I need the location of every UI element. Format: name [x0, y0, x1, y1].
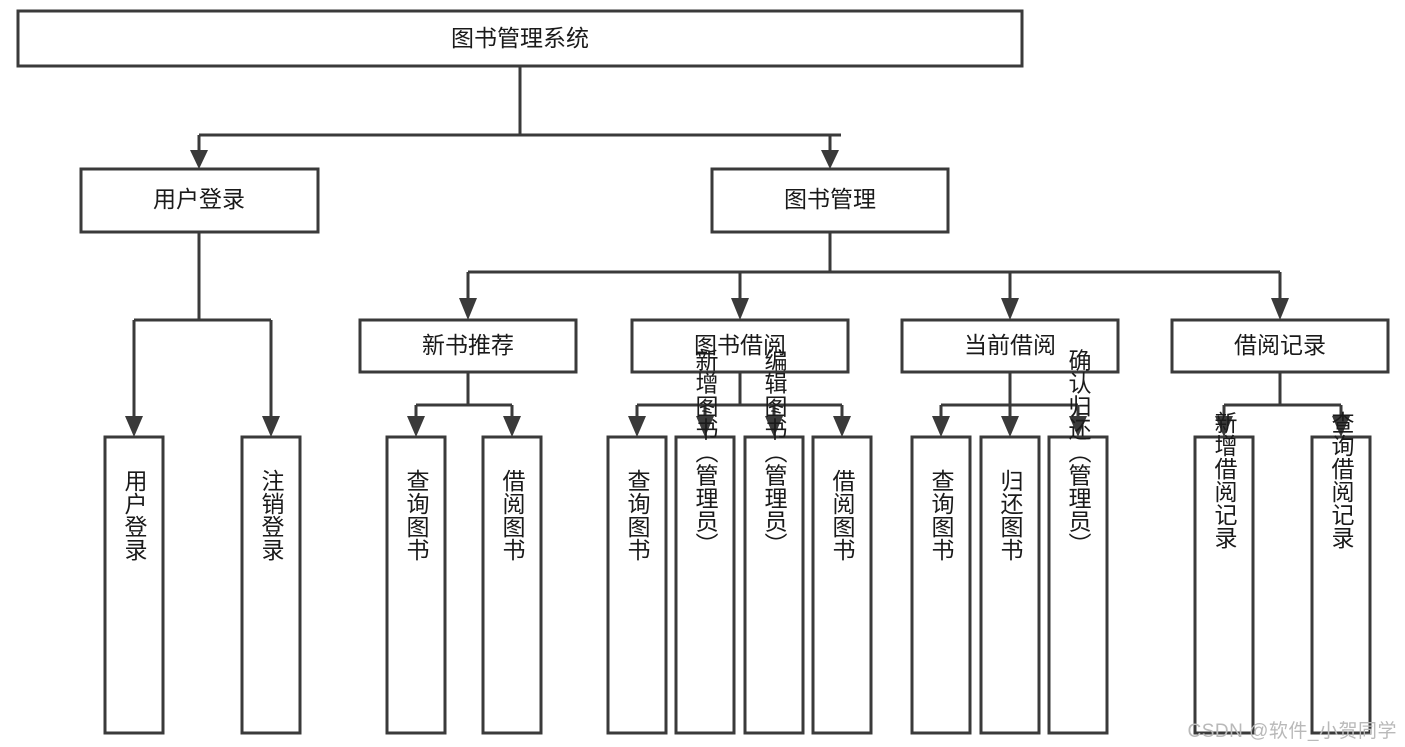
node-book-borrow[interactable]: 图书借阅	[630, 318, 850, 374]
leaf-record-add-box	[1193, 435, 1255, 735]
arrow-to-new-book	[459, 298, 477, 320]
leaf-label-currentborrow-query: 查询图书	[928, 469, 955, 561]
arrow-userlogin-leaf-1	[125, 416, 143, 437]
leaf-label-user-login: 用户登录	[121, 469, 148, 561]
arrow-currentborrow-leaf-3	[1069, 416, 1087, 437]
node-user-login-label: 用户登录	[153, 186, 245, 212]
leaf-node[interactable]	[240, 435, 302, 735]
node-book-management-box	[710, 167, 950, 234]
arrow-currentborrow-leaf-1	[932, 416, 950, 437]
leaf-label-bookborrow-borrow: 借阅图书	[829, 469, 856, 561]
leaf-node[interactable]	[481, 435, 543, 735]
leaf-user-login-box	[103, 435, 165, 735]
node-root-system[interactable]: 图书管理系统	[16, 9, 1024, 68]
leaf-currentborrow-return-box	[979, 435, 1041, 735]
leaf-label-newbook-borrow: 借阅图书	[499, 469, 526, 561]
arrow-to-book-mgmt	[821, 150, 839, 169]
node-new-book-recommend-box	[358, 318, 578, 374]
leaf-currentborrow-confirm-box	[1047, 435, 1109, 735]
node-book-borrow-box	[630, 318, 850, 374]
arrow-to-book-borrow	[731, 298, 749, 320]
leaf-label-bookborrow-query: 查询图书	[624, 469, 651, 561]
leaf-newbook-borrow-box	[481, 435, 543, 735]
arrow-to-borrow-record	[1271, 298, 1289, 320]
leaf-label-bookborrow-edit: 编辑图书（管理员）	[761, 349, 788, 556]
node-root-label: 图书管理系统	[451, 25, 589, 51]
connector-layer	[125, 66, 1350, 437]
leaf-node[interactable]	[674, 435, 736, 735]
leaf-bookborrow-add-box	[674, 435, 736, 735]
node-user-login[interactable]: 用户登录	[79, 167, 320, 234]
node-root-box	[16, 9, 1024, 68]
leaf-label-record-add: 新增借阅记录	[1211, 411, 1238, 549]
arrow-newbook-leaf-1	[407, 416, 425, 437]
node-book-borrow-label: 图书借阅	[694, 332, 786, 358]
leaf-currentborrow-query-box	[910, 435, 972, 735]
node-book-management-label: 图书管理	[784, 186, 876, 212]
leaf-node[interactable]	[1047, 435, 1109, 735]
leaf-bookborrow-query-box	[606, 435, 668, 735]
arrow-bookborrow-leaf-1	[628, 416, 646, 437]
leaf-node[interactable]	[103, 435, 165, 735]
leaf-bookborrow-edit-box	[743, 435, 805, 735]
node-user-login-box	[79, 167, 320, 234]
leaf-newbook-query-box	[385, 435, 447, 735]
leaf-label-logout: 注销登录	[258, 469, 285, 561]
node-book-management[interactable]: 图书管理	[710, 167, 950, 234]
leaf-node[interactable]	[385, 435, 447, 735]
node-current-borrow-box	[900, 318, 1120, 374]
leaf-node[interactable]	[1310, 435, 1372, 735]
leaf-label-record-query: 查询借阅记录	[1328, 411, 1355, 549]
leaf-label-newbook-query: 查询图书	[403, 469, 430, 561]
leaf-bookborrow-borrow-box	[811, 435, 873, 735]
leaf-node[interactable]	[811, 435, 873, 735]
leaf-label-currentborrow-return: 归还图书	[997, 469, 1024, 561]
leaf-node[interactable]	[979, 435, 1041, 735]
arrow-bookborrow-leaf-3	[765, 416, 783, 437]
node-current-borrow-label: 当前借阅	[964, 332, 1056, 358]
arrow-newbook-leaf-2	[503, 416, 521, 437]
arrow-borrowrecord-leaf-1	[1215, 416, 1233, 437]
node-new-book-recommend[interactable]: 新书推荐	[358, 318, 578, 374]
node-new-book-recommend-label: 新书推荐	[422, 332, 514, 358]
leaf-node[interactable]	[910, 435, 972, 735]
arrow-to-current-borrow	[1001, 298, 1019, 320]
leaf-label-bookborrow-add: 新增图书（管理员）	[692, 349, 719, 556]
arrow-to-user-login	[190, 150, 208, 169]
node-current-borrow[interactable]: 当前借阅	[900, 318, 1120, 374]
node-borrow-record-box	[1170, 318, 1390, 374]
arrow-borrowrecord-leaf-2	[1332, 416, 1350, 437]
leaf-logout-box	[240, 435, 302, 735]
node-borrow-record-label: 借阅记录	[1234, 332, 1326, 358]
leaf-node[interactable]	[743, 435, 805, 735]
node-borrow-record[interactable]: 借阅记录	[1170, 318, 1390, 374]
leaf-node[interactable]	[606, 435, 668, 735]
arrow-bookborrow-leaf-4	[833, 416, 851, 437]
leaf-label-layer: 用户登录 注销登录 查询图书 借阅图书 查询图书 新增图书（管理员） 编辑图书（…	[121, 349, 1355, 562]
arrow-userlogin-leaf-2	[262, 416, 280, 437]
arrow-currentborrow-leaf-2	[1001, 416, 1019, 437]
leaf-node[interactable]	[1193, 435, 1255, 735]
leaf-record-query-box	[1310, 435, 1372, 735]
leaf-label-currentborrow-confirm: 确认归还（管理员）	[1065, 349, 1092, 556]
arrow-bookborrow-leaf-2	[696, 416, 714, 437]
